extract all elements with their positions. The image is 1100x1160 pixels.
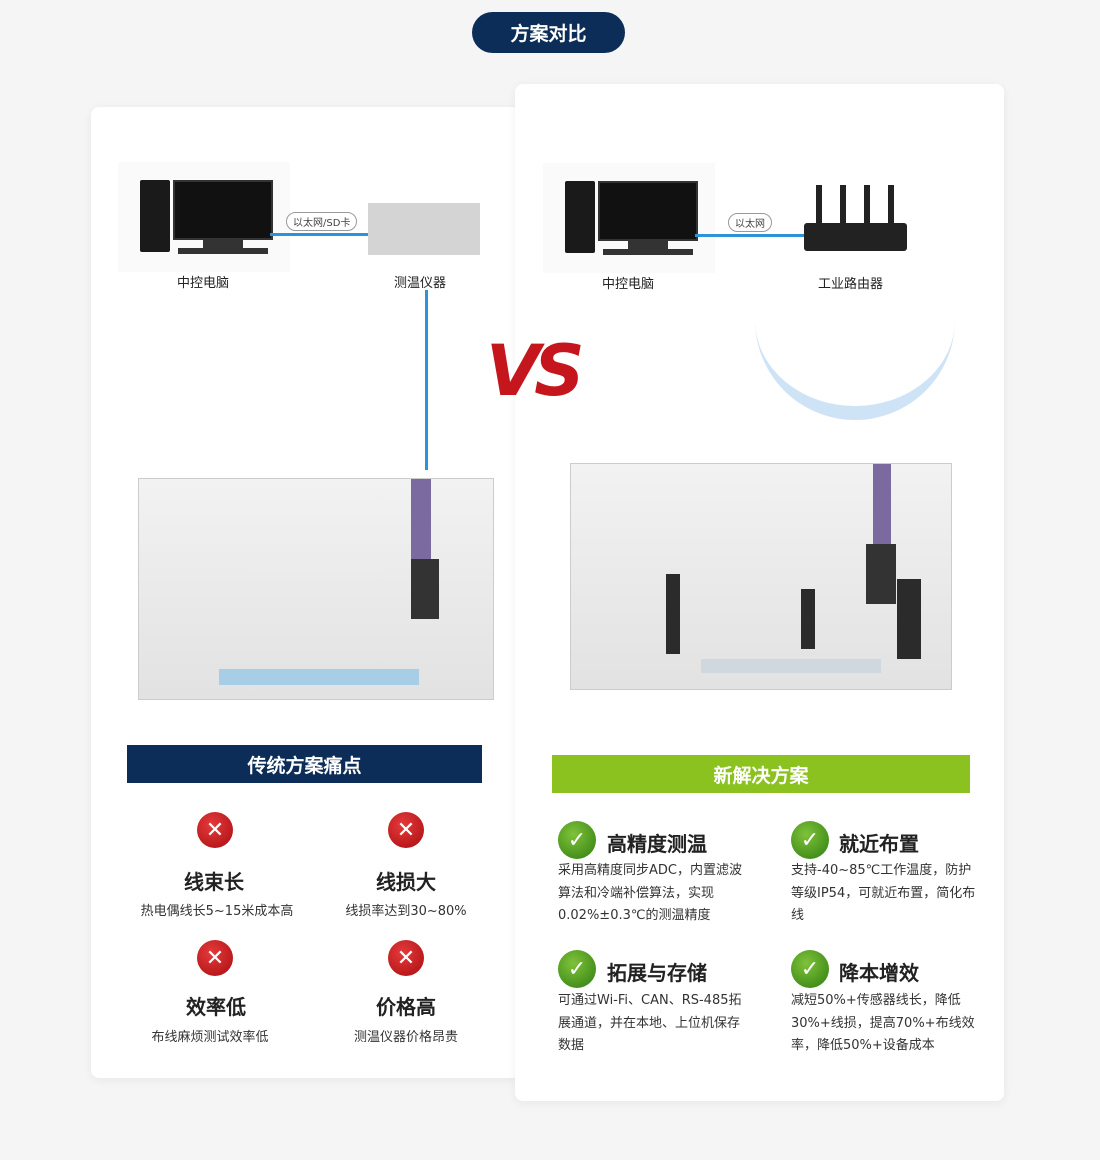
test-chamber-image (570, 463, 952, 690)
ethernet-line (270, 233, 370, 236)
pc-image (118, 162, 290, 272)
section-title: 方案对比 (472, 12, 625, 53)
pc-label: 中控电脑 (602, 277, 655, 292)
x-circle-icon: ✕ (388, 940, 424, 976)
check-circle-icon: ✓ (558, 950, 596, 988)
check-circle-icon: ✓ (558, 821, 596, 859)
pain-title: 效率低 (186, 995, 246, 1019)
pc-image (543, 163, 715, 273)
pain-title: 线束长 (184, 870, 244, 894)
pain-desc: 热电偶线长5~15米成本高 (140, 904, 294, 919)
solution-desc: 支持-40~85℃工作温度，防护等级IP54，可就近布置，简化布线 (791, 863, 976, 923)
solution-desc: 可通过Wi-Fi、CAN、RS-485拓展通道，并在本地、上位机保存数据 (558, 993, 742, 1053)
pain-title: 线损大 (376, 870, 436, 894)
traditional-banner: 传统方案痛点 (127, 745, 482, 783)
ethernet-line (695, 234, 807, 237)
x-circle-icon: ✕ (197, 812, 233, 848)
pain-title: 价格高 (376, 995, 436, 1019)
check-circle-icon: ✓ (791, 821, 829, 859)
pain-desc: 线损率达到30~80% (345, 904, 467, 919)
pain-desc: 布线麻烦测试效率低 (151, 1030, 269, 1045)
pain-desc: 测温仪器价格昂贵 (353, 1030, 458, 1045)
device-label: 测温仪器 (394, 276, 447, 291)
link-tag: 以太网/SD卡 (286, 212, 358, 231)
solution-title: 降本增效 (839, 961, 919, 985)
check-circle-icon: ✓ (791, 950, 829, 988)
new-solution-banner: 新解决方案 (552, 755, 970, 793)
solution-desc: 减短50%+传感器线长，降低30%+线损，提高70%+布线效率，降低50%+设备… (791, 993, 975, 1053)
solution-title: 就近布置 (839, 832, 919, 856)
test-chamber-image (138, 478, 494, 700)
solution-desc: 采用高精度同步ADC，内置滤波算法和冷端补偿算法，实现0.02%±0.3℃的测温… (558, 863, 742, 923)
vs-logo: VS (486, 330, 585, 412)
router-image (804, 185, 907, 251)
solution-title: 拓展与存储 (607, 961, 707, 985)
device-label: 工业路由器 (818, 277, 884, 292)
pc-label: 中控电脑 (177, 276, 230, 291)
thermometer-device-image (368, 203, 480, 255)
link-tag: 以太网 (728, 213, 772, 232)
x-circle-icon: ✕ (197, 940, 233, 976)
x-circle-icon: ✕ (388, 812, 424, 848)
solution-title: 高精度测温 (607, 832, 707, 856)
cable-line (425, 290, 428, 470)
